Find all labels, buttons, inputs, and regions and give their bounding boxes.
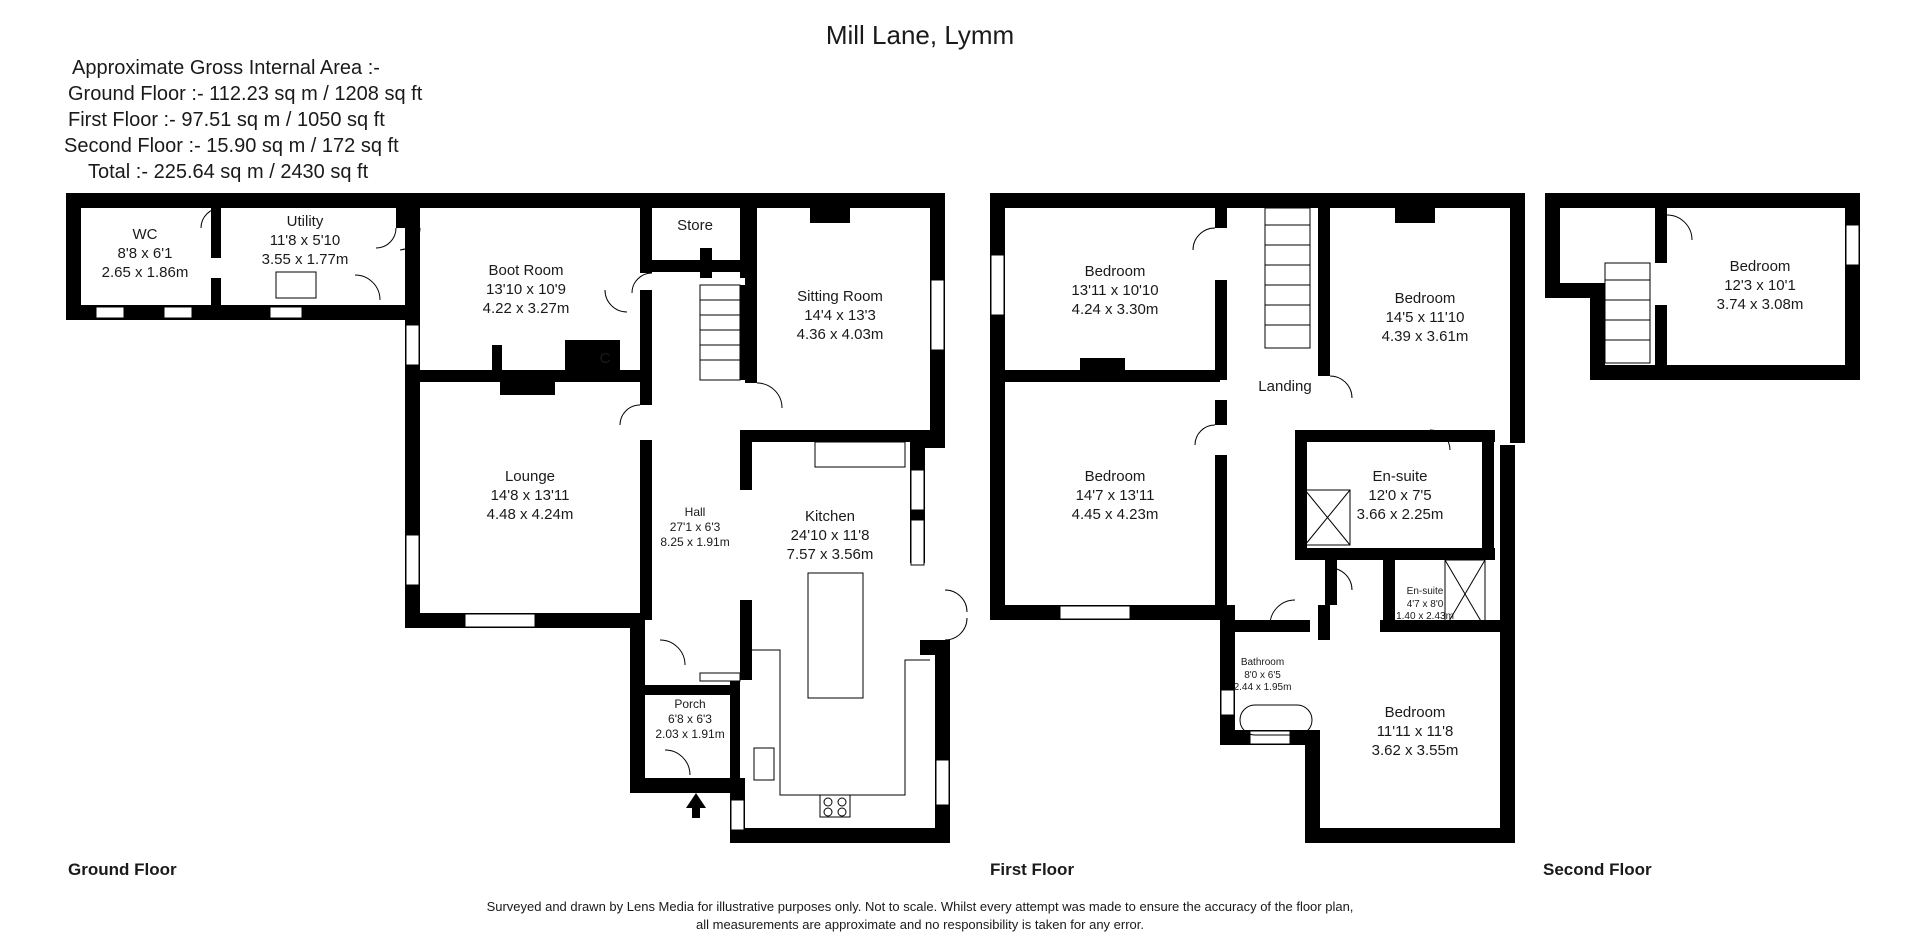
room-metric: 2.65 x 1.86m bbox=[101, 263, 189, 281]
room-metric: 3.74 x 3.08m bbox=[1716, 295, 1804, 313]
room-name: Porch bbox=[674, 697, 706, 711]
room-bedroom-front-right: Bedroom 14'5 x 11'10 4.39 x 3.61m bbox=[1365, 290, 1485, 346]
disclaimer-line-1: Surveyed and drawn by Lens Media for ill… bbox=[486, 899, 1354, 914]
first-floor-label: First Floor bbox=[990, 860, 1075, 879]
plan-title: Mill Lane, Lymm bbox=[825, 20, 1015, 50]
disclaimer: Surveyed and drawn by Lens Media for ill… bbox=[0, 898, 1840, 934]
room-name: Store bbox=[677, 217, 713, 234]
room-name: Hall bbox=[684, 505, 706, 519]
area-summary: Approximate Gross Internal Area :- Groun… bbox=[64, 55, 422, 185]
area-total: Total :- 225.64 sq m / 2430 sq ft bbox=[88, 161, 369, 183]
room-name: Lounge bbox=[504, 468, 556, 485]
room-name: Bedroom bbox=[1394, 290, 1456, 307]
room-name: Utility bbox=[286, 213, 324, 230]
room-ensuite-main: En-suite 12'0 x 7'5 3.66 x 2.25m bbox=[1340, 468, 1460, 524]
room-imperial: 14'4 x 13'3 bbox=[804, 306, 876, 324]
room-bedroom-front-left: Bedroom 13'11 x 10'10 4.24 x 3.30m bbox=[1055, 263, 1175, 319]
room-porch: Porch 6'8 x 6'3 2.03 x 1.91m bbox=[645, 697, 735, 742]
room-ensuite-small: En-suite 4'7 x 8'0 1.40 x 2.43m bbox=[1390, 586, 1460, 624]
area-ground: Ground Floor :- 112.23 sq m / 1208 sq ft bbox=[68, 83, 423, 105]
room-utility: Utility 11'8 x 5'10 3.55 x 1.77m bbox=[250, 213, 360, 269]
room-landing: Landing bbox=[1245, 378, 1325, 397]
room-metric: 4.45 x 4.23m bbox=[1071, 505, 1159, 523]
room-metric: 2.03 x 1.91m bbox=[655, 727, 725, 741]
room-imperial: 14'8 x 13'11 bbox=[490, 486, 570, 504]
room-sitting-room: Sitting Room 14'4 x 13'3 4.36 x 4.03m bbox=[780, 288, 900, 344]
room-metric: 7.57 x 3.56m bbox=[786, 545, 874, 563]
room-metric: 4.36 x 4.03m bbox=[796, 325, 884, 343]
room-imperial: 11'8 x 5'10 bbox=[269, 231, 341, 249]
room-name: C bbox=[599, 350, 611, 367]
room-imperial: 8'0 x 6'5 bbox=[1244, 669, 1281, 681]
room-name: Bedroom bbox=[1084, 468, 1146, 485]
room-imperial: 12'0 x 7'5 bbox=[1368, 486, 1432, 504]
room-imperial: 8'8 x 6'1 bbox=[117, 244, 173, 262]
room-lounge: Lounge 14'8 x 13'11 4.48 x 4.24m bbox=[470, 468, 590, 524]
room-imperial: 12'3 x 10'1 bbox=[1724, 276, 1796, 294]
room-imperial: 11'11 x 11'8 bbox=[1376, 722, 1454, 740]
area-heading: Approximate Gross Internal Area :- bbox=[72, 57, 380, 79]
room-imperial: 27'1 x 6'3 bbox=[669, 520, 721, 534]
room-metric: 1.40 x 2.43m bbox=[1396, 611, 1454, 622]
room-name: WC bbox=[132, 226, 158, 243]
room-name: Bedroom bbox=[1084, 263, 1146, 280]
area-first: First Floor :- 97.51 sq m / 1050 sq ft bbox=[68, 109, 385, 131]
room-name: Boot Room bbox=[488, 262, 564, 279]
room-metric: 3.62 x 3.55m bbox=[1371, 741, 1459, 759]
room-metric: 4.48 x 4.24m bbox=[486, 505, 574, 523]
room-cupboard: C bbox=[595, 350, 615, 369]
room-name: Bedroom bbox=[1384, 704, 1446, 721]
room-name: Landing bbox=[1258, 378, 1312, 395]
room-name: En-suite bbox=[1372, 468, 1428, 485]
room-imperial: 6'8 x 6'3 bbox=[668, 712, 712, 726]
room-wc: WC 8'8 x 6'1 2.65 x 1.86m bbox=[100, 226, 190, 282]
room-name: Sitting Room bbox=[797, 288, 883, 305]
room-imperial: 14'7 x 13'11 bbox=[1075, 486, 1155, 504]
room-metric: 4.22 x 3.27m bbox=[482, 299, 570, 317]
room-imperial: 13'10 x 10'9 bbox=[486, 280, 566, 298]
room-name: Bathroom bbox=[1240, 657, 1285, 668]
room-bedroom-rear-left: Bedroom 14'7 x 13'11 4.45 x 4.23m bbox=[1055, 468, 1175, 524]
ground-floor-label: Ground Floor bbox=[68, 860, 177, 879]
room-metric: 8.25 x 1.91m bbox=[660, 535, 730, 549]
room-store: Store bbox=[665, 217, 725, 236]
room-metric: 4.24 x 3.30m bbox=[1071, 300, 1159, 318]
room-name: Kitchen bbox=[804, 508, 856, 525]
room-metric: 2.44 x 1.95m bbox=[1233, 682, 1292, 693]
room-boot-room: Boot Room 13'10 x 10'9 4.22 x 3.27m bbox=[466, 262, 586, 318]
room-imperial: 24'10 x 11'8 bbox=[790, 526, 870, 544]
room-imperial: 4'7 x 8'0 bbox=[1406, 598, 1444, 610]
room-bathroom: Bathroom 8'0 x 6'5 2.44 x 1.95m bbox=[1225, 657, 1300, 695]
disclaimer-line-2: all measurements are approximate and no … bbox=[696, 917, 1144, 932]
room-imperial: 13'11 x 10'10 bbox=[1071, 281, 1159, 299]
room-bedroom-rear-right: Bedroom 11'11 x 11'8 3.62 x 3.55m bbox=[1355, 704, 1475, 760]
room-kitchen: Kitchen 24'10 x 11'8 7.57 x 3.56m bbox=[770, 508, 890, 564]
room-hall: Hall 27'1 x 6'3 8.25 x 1.91m bbox=[650, 505, 740, 550]
second-floor-label: Second Floor bbox=[1543, 860, 1652, 879]
room-name: Bedroom bbox=[1729, 258, 1791, 275]
room-metric: 3.66 x 2.25m bbox=[1356, 505, 1444, 523]
room-name: En-suite bbox=[1406, 586, 1444, 597]
room-bedroom-second-floor: Bedroom 12'3 x 10'1 3.74 x 3.08m bbox=[1700, 258, 1820, 314]
room-metric: 4.39 x 3.61m bbox=[1381, 327, 1469, 345]
area-second: Second Floor :- 15.90 sq m / 172 sq ft bbox=[64, 135, 399, 157]
room-metric: 3.55 x 1.77m bbox=[261, 250, 349, 268]
room-imperial: 14'5 x 11'10 bbox=[1385, 308, 1465, 326]
